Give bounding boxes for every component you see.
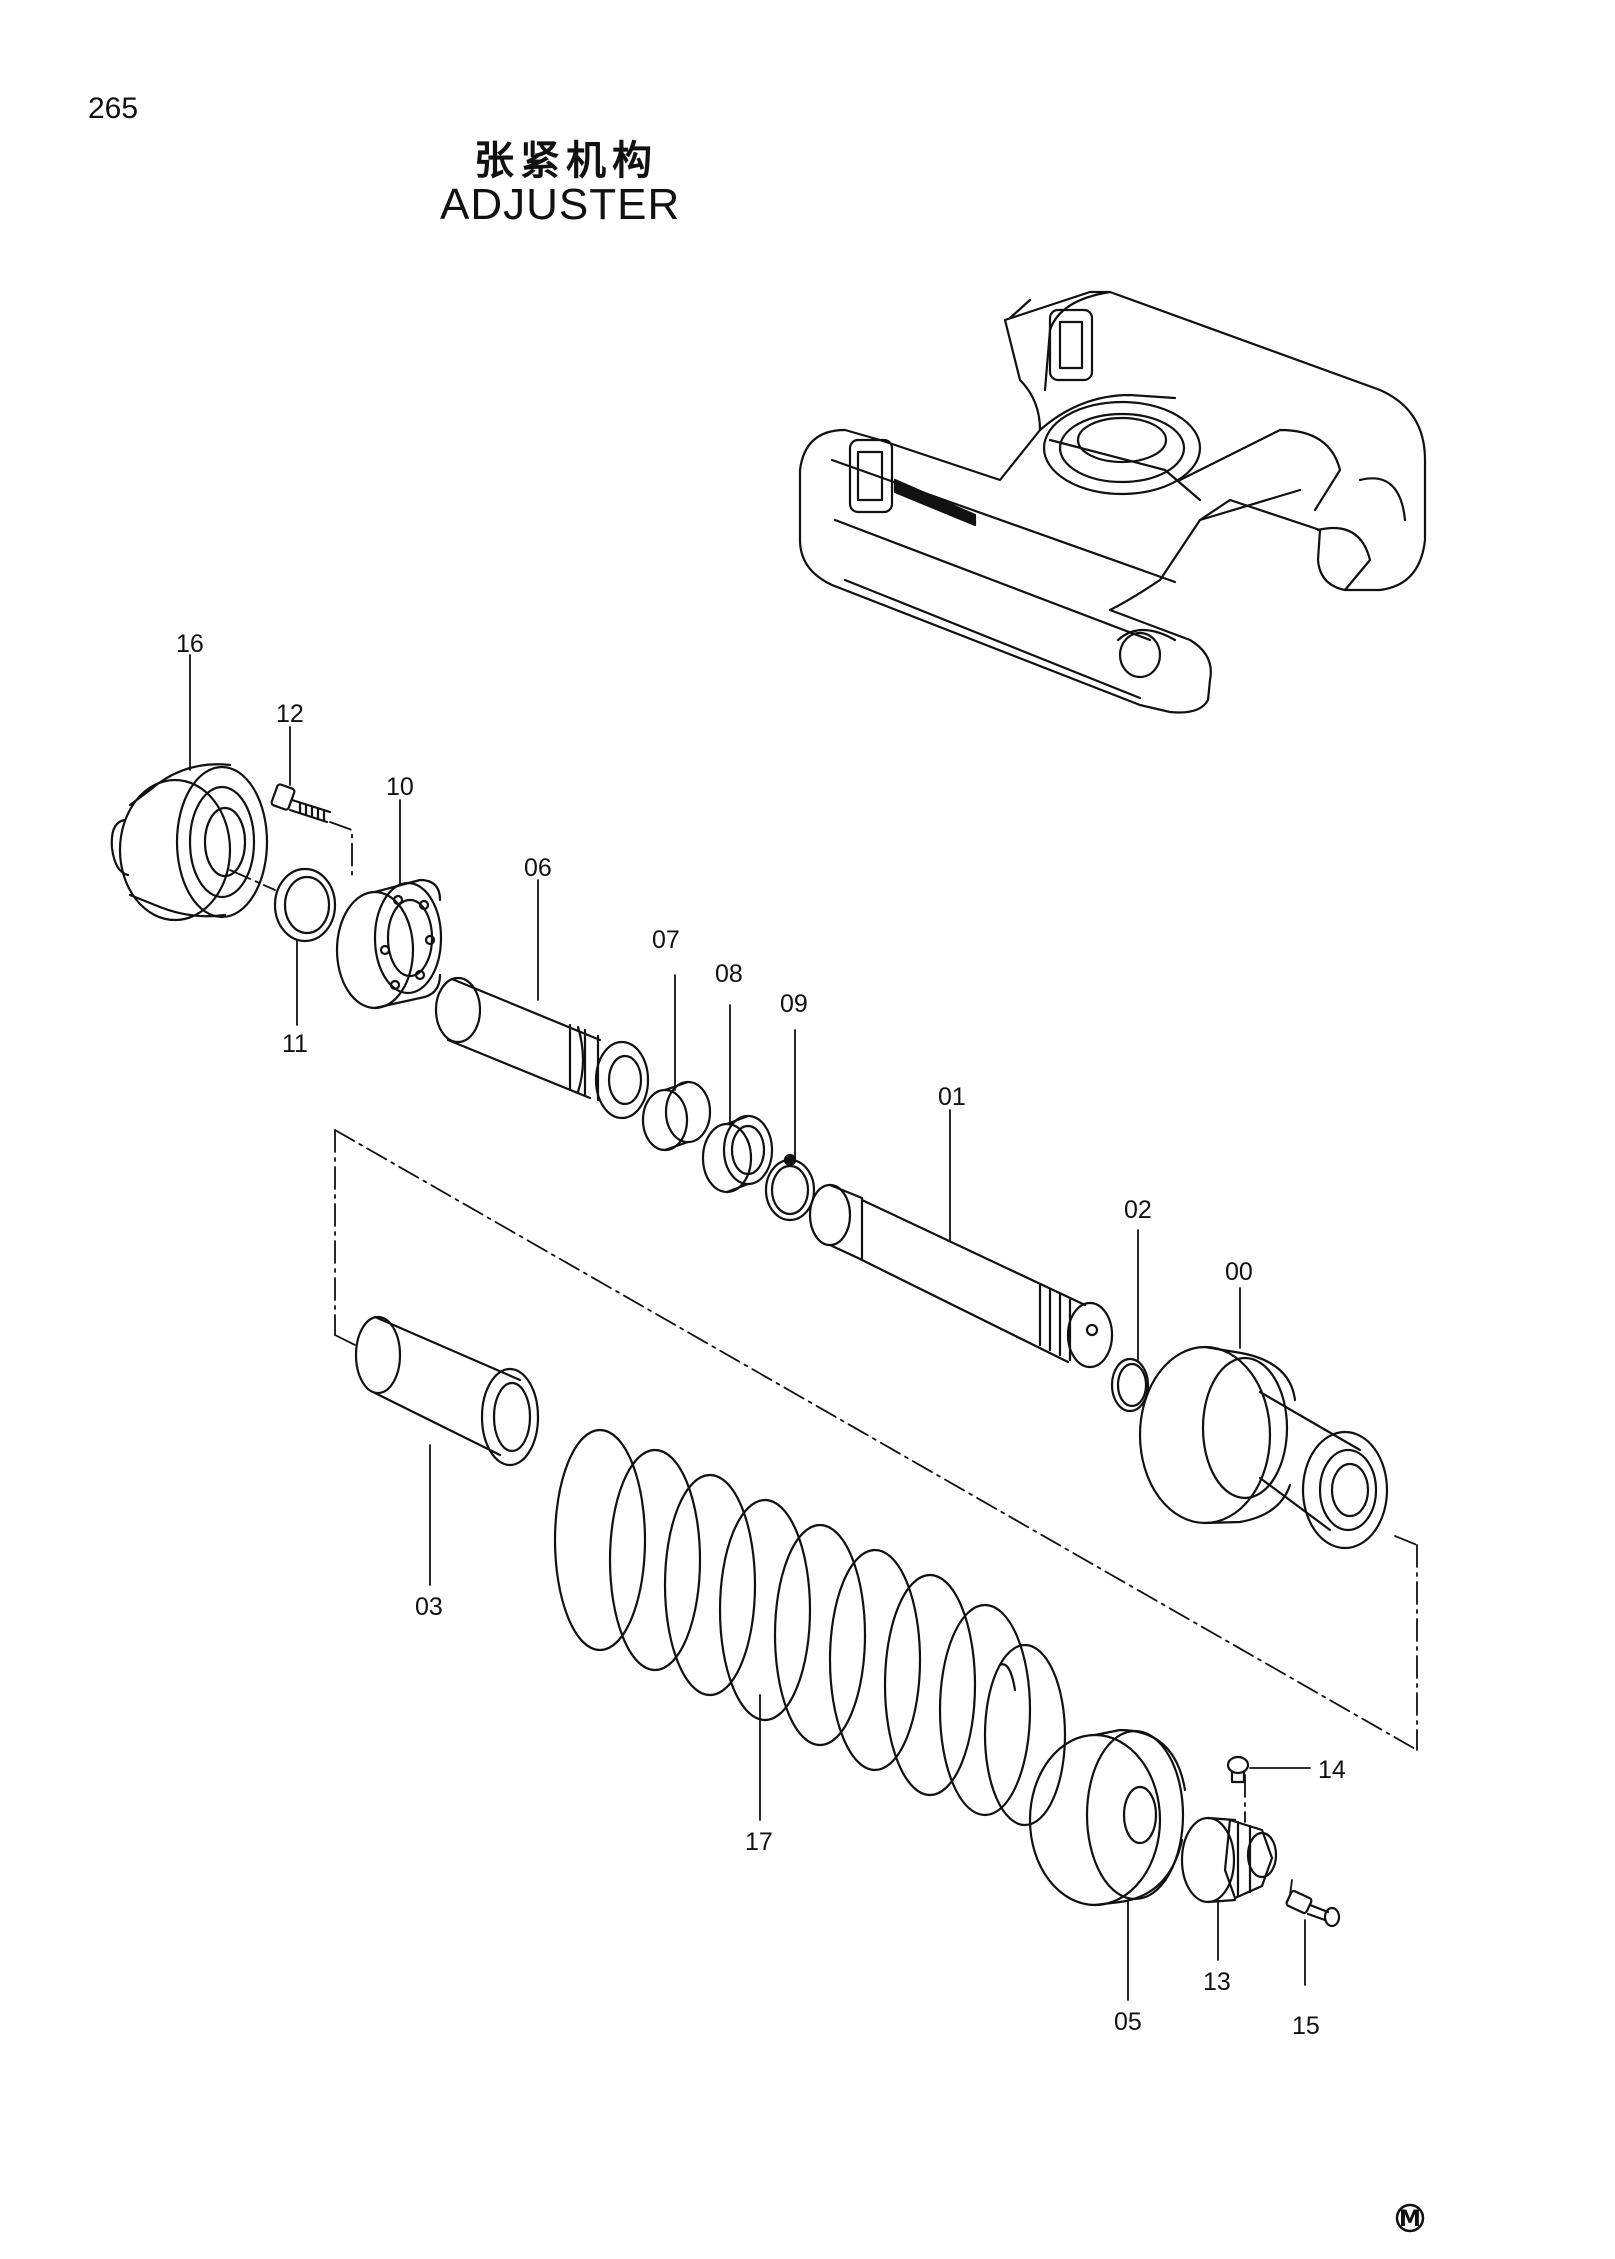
page-number: 265 [88, 92, 139, 125]
callout-07: 07 [652, 926, 680, 954]
callout-06: 06 [524, 854, 552, 882]
callout-09: 09 [780, 990, 808, 1018]
callout-05: 05 [1114, 2008, 1142, 2036]
callout-17: 17 [745, 1828, 773, 1856]
part-08-seal [701, 1114, 774, 1194]
part-13-nut [1180, 1816, 1278, 1904]
part-16-bracket [110, 763, 269, 922]
part-02-o-ring [1110, 1357, 1150, 1413]
callout-14: 14 [1318, 1756, 1346, 1784]
part-12-bolt [270, 783, 332, 824]
callout-01: 01 [938, 1083, 966, 1111]
callout-11: 11 [282, 1030, 308, 1058]
callout-16: 16 [176, 630, 204, 658]
callout-labels: 16 12 10 11 06 07 08 09 01 02 00 03 17 1… [176, 630, 1346, 2040]
callout-02: 02 [1124, 1196, 1152, 1224]
track-frame-illustration [798, 290, 1427, 714]
circled-m-mark: M [1395, 2203, 1425, 2233]
part-11-ring [273, 867, 337, 943]
corner-mark-letter: M [1399, 2207, 1421, 2232]
part-03-spacer [354, 1315, 540, 1467]
callout-13: 13 [1203, 1968, 1231, 1996]
part-14-screw [1226, 1755, 1250, 1784]
part-05-plate [1028, 1728, 1187, 1907]
part-10-flange [335, 878, 443, 1010]
callout-03: 03 [415, 1593, 443, 1621]
part-06-piston [434, 976, 650, 1120]
callout-08: 08 [715, 960, 743, 988]
part-01-rod [808, 1183, 1114, 1369]
callout-10: 10 [386, 773, 414, 801]
assembly-center-lines [229, 821, 1418, 1896]
title-chinese: 张紧机构 [474, 138, 658, 184]
part-17-spring [553, 1428, 1067, 1827]
part-00-cylinder [1138, 1345, 1389, 1550]
title-english: ADJUSTER [440, 180, 681, 229]
leader-lines [189, 654, 1311, 2001]
callout-12: 12 [276, 700, 304, 728]
part-15-grease-fitting [1285, 1889, 1341, 1928]
part-09-snap-ring [764, 1153, 816, 1222]
callout-00: 00 [1225, 1258, 1253, 1286]
part-07-bushing [641, 1080, 712, 1152]
callout-15: 15 [1292, 2012, 1320, 2040]
